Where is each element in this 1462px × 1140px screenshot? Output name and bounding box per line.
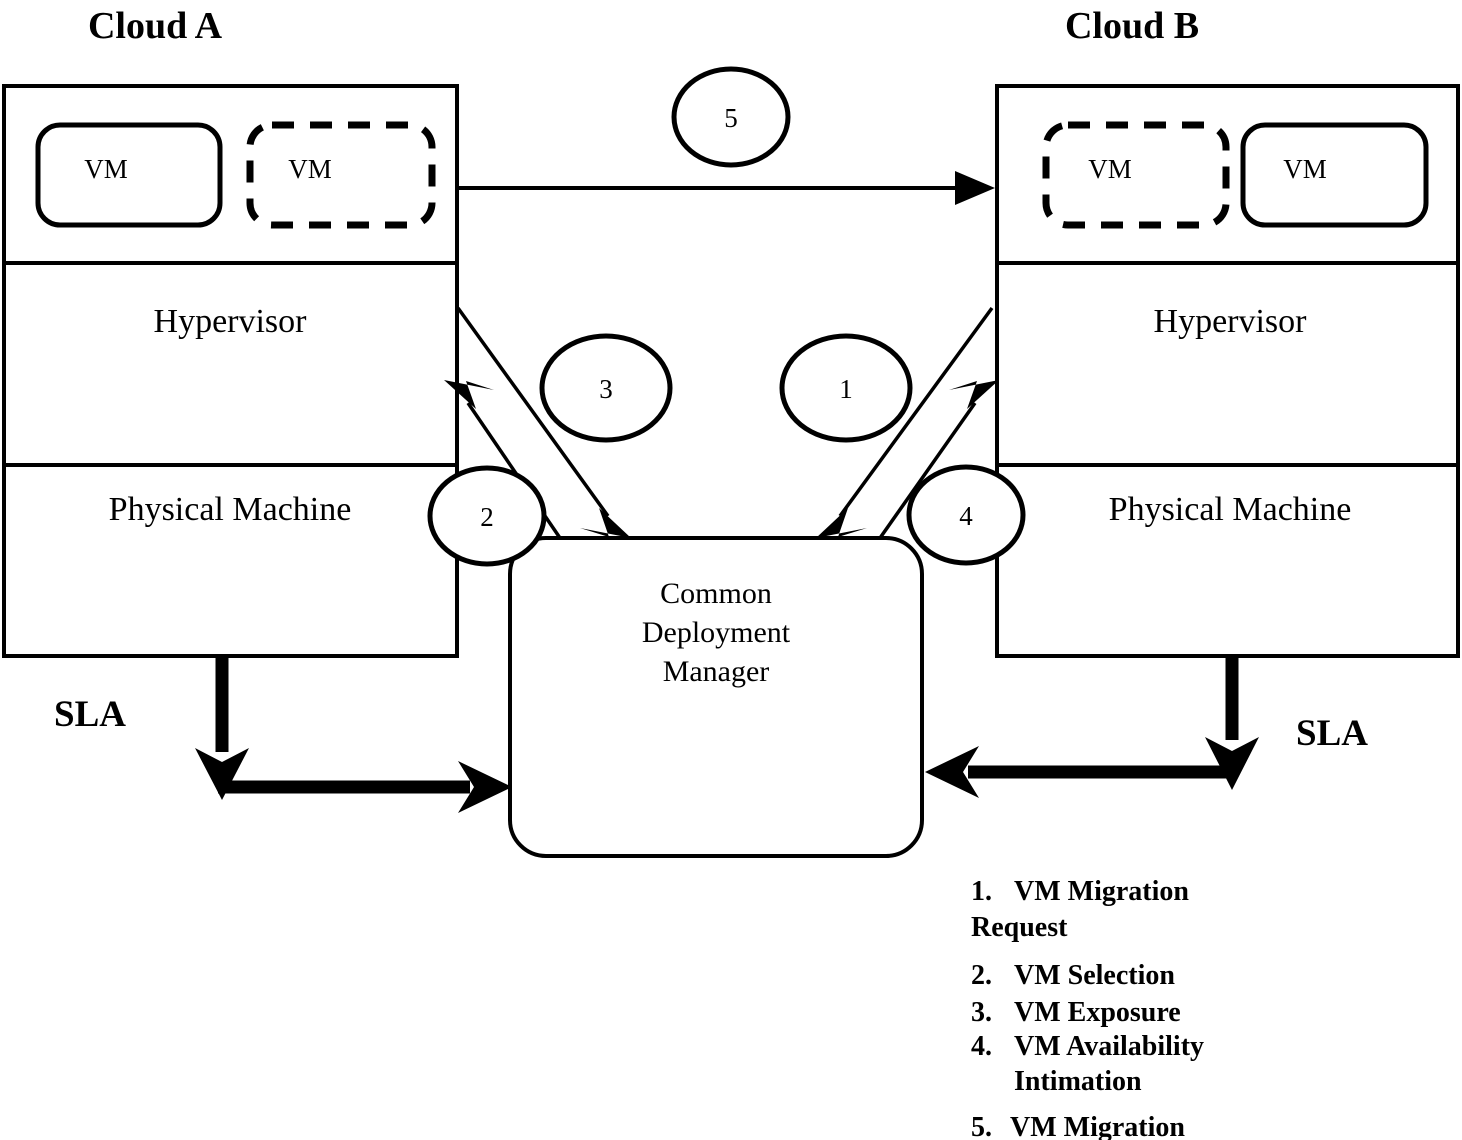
badge-4-ellipse[interactable] [906,464,1026,566]
badge-3-label: 3 [599,374,613,404]
legend: 1. VM Migration Request 2. VM Selection … [971,876,1204,1140]
arrow-vm-migration-request-head [816,508,867,538]
badge-3-ellipse[interactable] [539,333,673,443]
badge-4-label: 4 [959,501,973,531]
arrow-vm-availability-shaft [878,401,977,540]
cloud-b-vm-dashed-box[interactable] [1042,121,1230,229]
cloud-b-vm-solid-box[interactable] [1240,122,1429,228]
legend-item-1-line1: VM Migration [1014,876,1189,907]
badge-2-ellipse[interactable] [427,465,547,567]
legend-item-2-number: 2. [971,960,992,991]
cloud-a-vm-dashed-label: VM [288,154,332,184]
sla-right-down-head [1205,737,1259,790]
arrow-vm-selection-head [444,380,494,409]
cloud-b-hypervisor-label: Hypervisor [1154,303,1308,340]
sla-right-arrow: SLA [925,656,1368,798]
sla-left-down-head [195,748,249,800]
arrow-vm-migration [457,171,995,205]
arrow-vm-migration-head [955,171,995,205]
arrow-vm-availability-head [949,380,999,409]
legend-item-5-number: 5. [971,1112,992,1140]
badge-5[interactable]: 5 [671,66,791,168]
legend-item-2-text: VM Selection [1014,960,1175,991]
badge-2[interactable]: 2 [427,465,547,567]
cloud-b-container: VM VM Hypervisor Physical Machine [995,84,1460,658]
cloud-b-physical-machine-label: Physical Machine [1109,491,1352,528]
arrow-vm-migration-request-shaft [838,306,994,518]
cloud-a-vm-solid-label: VM [84,154,128,184]
arrow-vm-exposure-head [580,508,631,538]
cloud-b-title: Cloud B [1065,5,1199,47]
arrow-vm-availability-intimation [878,380,999,540]
legend-item-4-line1: VM Availability [1014,1031,1204,1062]
sla-right-left-head [925,746,979,798]
cloud-b-vm-solid-label: VM [1283,154,1327,184]
arrow-vm-exposure [456,306,631,538]
cdm-box[interactable] [508,536,924,858]
badge-3[interactable]: 3 [539,333,673,443]
badge-1-label: 1 [839,374,853,404]
cloud-a-outer-box [2,84,459,658]
legend-item-3-text: VM Exposure [1014,997,1181,1028]
legend-item-1-line2: Request [971,912,1068,943]
sla-left-arrow: SLA [54,656,512,813]
sla-left-right-head [458,761,512,813]
cdm-label-line1: Common [660,577,772,610]
legend-item-3-number: 3. [971,997,992,1028]
cloud-a-container: VM VM Hypervisor Physical Machine [2,84,459,658]
cloud-a-physical-machine-label: Physical Machine [109,491,352,528]
arrow-vm-migration-request [816,306,994,538]
cloud-a-title: Cloud A [88,5,223,47]
sla-right-label: SLA [1296,713,1368,754]
arrow-vm-exposure-shaft [456,306,610,518]
common-deployment-manager[interactable]: Common Deployment Manager [508,536,924,858]
sla-left-label: SLA [54,694,126,735]
cdm-label-line3: Manager [663,655,770,688]
legend-item-4-number: 4. [971,1031,992,1062]
badge-5-label: 5 [724,103,738,133]
badge-5-ellipse[interactable] [671,66,791,168]
legend-item-5-text: VM Migration [1010,1112,1185,1140]
badge-1[interactable]: 1 [779,333,913,443]
badge-4[interactable]: 4 [906,464,1026,566]
cloud-a-vm-dashed-box[interactable] [246,121,436,229]
cloud-b-vm-dashed-label: VM [1088,154,1132,184]
cdm-label-line2: Deployment [642,616,791,649]
badge-2-label: 2 [480,502,494,532]
cloud-a-vm-solid-box[interactable] [35,122,223,228]
cloud-a-hypervisor-label: Hypervisor [154,303,308,340]
badge-1-ellipse[interactable] [779,333,913,443]
legend-item-1-number: 1. [971,876,992,907]
legend-item-4-line2: Intimation [1014,1066,1142,1097]
